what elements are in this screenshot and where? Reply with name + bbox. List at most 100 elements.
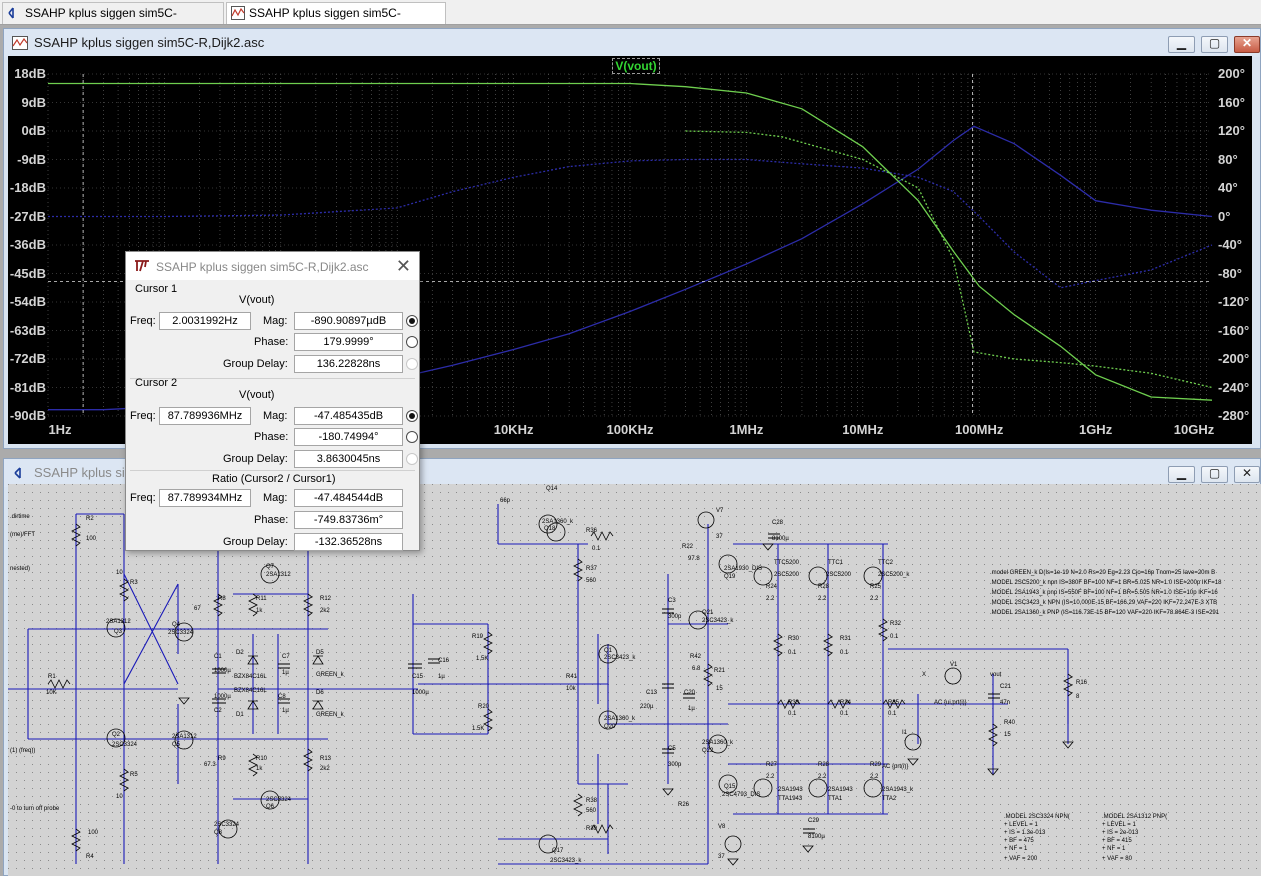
y-tick-label-left: -36dB: [9, 237, 46, 252]
mag-label: Mag:: [263, 315, 288, 327]
component-ref: R32: [890, 621, 902, 627]
cursor-readout-dialog[interactable]: SSAHP kplus siggen sim5C-R,Dijk2.asc ✕ C…: [125, 251, 420, 551]
component-value: 1µ: [282, 708, 289, 714]
maximize-icon: ▢: [1208, 36, 1221, 50]
model-text: .model GREEN_k D(Is=1e-19 N=2.0 Rs=20 Eg…: [990, 570, 1216, 576]
cursor2-group-delay-field: 3.8630045ns: [294, 450, 403, 468]
group-delay-label: Group Delay:: [223, 358, 288, 370]
waveform-window-titlebar[interactable]: SSAHP kplus siggen sim5C-R,Dijk2.asc ▁ ▢…: [4, 29, 1260, 57]
component-ref: R38: [586, 798, 598, 804]
y-tick-label-left: 18dB: [14, 66, 46, 81]
x-tick-label: 10GHz: [1173, 422, 1215, 437]
cursor2-group-delay-radio[interactable]: [406, 453, 418, 465]
ltspice-icon: [135, 260, 149, 272]
mag-label: Mag:: [263, 410, 288, 422]
minimize-button[interactable]: ▁: [1168, 36, 1195, 53]
schematic-icon: [8, 7, 14, 19]
y-tick-label-left: -45dB: [9, 265, 46, 281]
minimize-icon: ▁: [1176, 36, 1187, 50]
component-ref: Q7: [266, 564, 275, 570]
component-value: 100: [88, 830, 99, 836]
component-ref: Q3: [114, 629, 123, 635]
component-value: 2.2: [766, 596, 775, 602]
freq-label: Freq:: [130, 410, 156, 422]
x-tick-label: 1Hz: [48, 422, 72, 437]
component-value: 0.1: [890, 634, 899, 640]
component-value: 10: [116, 570, 123, 576]
dialog-titlebar[interactable]: SSAHP kplus siggen sim5C-R,Dijk2.asc ✕: [126, 252, 419, 280]
close-icon[interactable]: ✕: [395, 256, 411, 276]
model-text: .MODEL 2SA1312 PNP(: [1102, 814, 1168, 820]
maximize-button[interactable]: ▢: [1201, 36, 1228, 53]
model-text: + NF = 1: [1004, 846, 1028, 852]
y-tick-label-right: 200°: [1218, 66, 1245, 81]
component-value: 37: [718, 854, 725, 860]
ratio-group-delay-field: -132.36528ns: [294, 533, 403, 551]
component-ref: R33: [788, 700, 800, 706]
ratio-freq-field: 87.789934MHz: [159, 489, 251, 507]
tab-schematic[interactable]: SSAHP kplus siggen sim5C-R,Dijk2.asc: [2, 2, 224, 40]
directive-text: -0 to turn off probe: [10, 806, 60, 812]
series-phase-3: [685, 130, 1213, 389]
y-tick-label-right: 0°: [1218, 208, 1231, 224]
cursor1-phase-radio[interactable]: [406, 336, 418, 348]
model-text: + LEVEL = 1: [1102, 822, 1136, 828]
component-model: 2SC5200: [826, 572, 852, 578]
component-value: 10: [116, 794, 123, 800]
component-ref: TTC5200: [774, 560, 800, 566]
component-ref: V7: [716, 508, 724, 514]
component-value: 66p: [500, 498, 511, 504]
component-value: 8100µ: [772, 536, 789, 542]
component-value: 67: [194, 606, 201, 612]
minimize-button[interactable]: ▁: [1168, 466, 1195, 483]
model-text: .MODEL 2SA1943_k pnp IS=550F BF=100 NF=1…: [990, 590, 1218, 596]
y-tick-label-right: 80°: [1218, 151, 1238, 167]
component-ref: R28: [818, 584, 830, 590]
model-text: + IS = 2e-013: [1102, 830, 1139, 836]
close-button[interactable]: ✕: [1234, 466, 1260, 483]
phase-label: Phase:: [254, 514, 289, 526]
window-title: SSAHP kplus siggen sim5C-R,Dijk2.asc: [34, 35, 265, 50]
maximize-button[interactable]: ▢: [1201, 466, 1228, 483]
phase-label: Phase:: [254, 431, 289, 443]
component-value: 220µ: [640, 704, 654, 710]
cursor2-freq-field[interactable]: 87.789936MHz: [159, 407, 251, 425]
cursor1-trace: V(vout): [239, 294, 275, 306]
component-model: 2SC3324: [168, 630, 194, 636]
component-ref: Q14: [546, 486, 558, 492]
component-ref: TTC1: [828, 560, 843, 566]
cursor1-freq-field[interactable]: 2.0031992Hz: [159, 312, 251, 330]
component-ref: Q15: [724, 784, 736, 790]
ratio-mag-field: -47.484544dB: [294, 489, 403, 507]
component-ref: C21: [1000, 684, 1012, 690]
y-tick-label-right: -280°: [1218, 408, 1250, 423]
tab-waveform[interactable]: SSAHP kplus siggen sim5C-R,Dijk2.asc: [226, 2, 446, 40]
component-ref: C20: [684, 690, 696, 696]
component-value: AC {ui,prt(i)}: [934, 700, 967, 706]
x-tick-label: 100MHz: [954, 422, 1004, 437]
component-ref: C2: [214, 708, 222, 714]
component-value: 2.2: [818, 596, 827, 602]
cursor2-phase-radio[interactable]: [406, 431, 418, 443]
trace-label-vout[interactable]: V(vout): [612, 58, 660, 74]
close-button[interactable]: ✕: [1234, 36, 1260, 53]
x-tick-label: 1MHz: [729, 422, 764, 437]
phase-label: Phase:: [254, 336, 289, 348]
close-icon: ✕: [1241, 466, 1253, 480]
component-ref: TTA1943: [778, 796, 803, 802]
component-value: 0.1: [840, 650, 849, 656]
cursor2-mag-radio[interactable]: [406, 410, 418, 422]
cursor1-mag-radio[interactable]: [406, 315, 418, 327]
model-text: .MODEL 2SC3324 NPN(: [1004, 814, 1070, 820]
directive-text: .dirtime: [10, 514, 30, 520]
component-model: 2SA1943_k: [882, 787, 914, 793]
cursor1-group-delay-radio[interactable]: [406, 358, 418, 370]
component-ref: R34: [840, 700, 852, 706]
cursor1-mag-field: -890.90897µdB: [294, 312, 403, 330]
component-model: BZX84C16L: [234, 688, 267, 694]
component-ref: R27: [766, 762, 778, 768]
component-ref: R19: [472, 634, 484, 640]
y-tick-label-right: -240°: [1218, 379, 1250, 395]
component-ref: TTA1: [828, 796, 843, 802]
y-tick-label-right: -40°: [1218, 237, 1242, 252]
